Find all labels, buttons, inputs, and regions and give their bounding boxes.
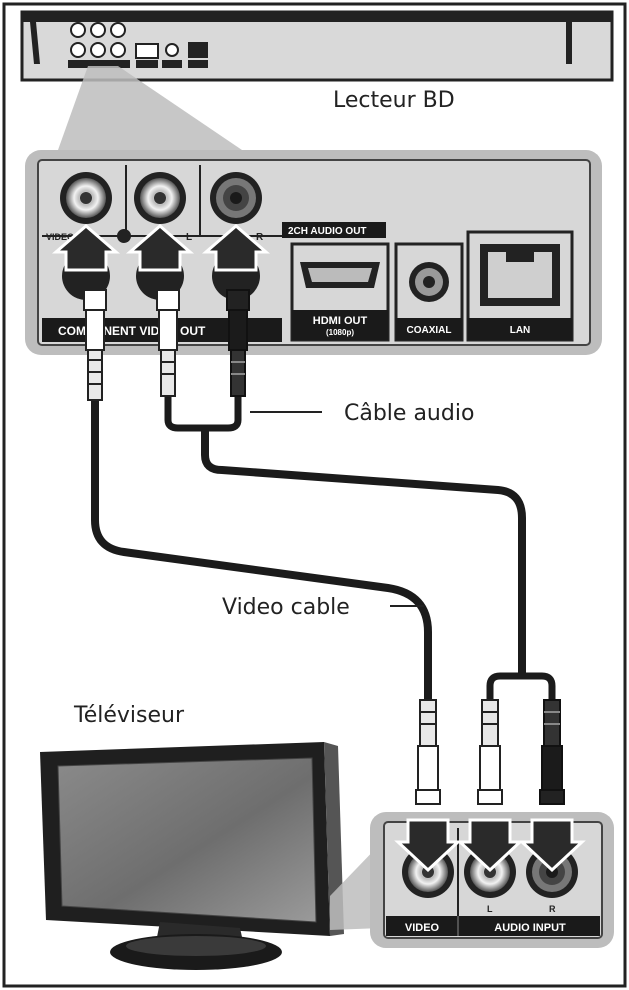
arrow-up-audio-r: [201, 224, 271, 272]
jack-audio-l: [134, 172, 186, 224]
plug-video-bottom: [415, 699, 441, 805]
lan-label: LAN: [510, 325, 531, 336]
tv-zoom-wedge: [330, 842, 382, 930]
tv-label: Téléviseur: [73, 703, 185, 728]
jack-l-label: L: [186, 232, 192, 243]
audio-cable-label: Câble audio: [344, 401, 474, 426]
arrow-down-video: [394, 818, 462, 873]
component-video-out-label: COMPONENT VIDEO OUT: [58, 324, 206, 338]
tv-video-label: VIDEO: [405, 922, 440, 934]
zoom-wedge: [58, 66, 242, 150]
arrow-down-audio-l: [456, 818, 524, 873]
plug-video-top: [83, 289, 107, 401]
audio-cable-split-bottom: [486, 672, 556, 700]
tv-jack-r-label: R: [549, 904, 556, 914]
arrow-up-audio-l: [125, 224, 195, 272]
hdmi-res-label: (1080p): [326, 328, 354, 337]
video-out-label: VIDEO OUT: [46, 232, 96, 242]
arrow-up-video: [51, 224, 121, 272]
plug-audio-r-bottom: [539, 699, 565, 805]
jack-r-label: R: [256, 232, 264, 243]
bd-player-label: Lecteur BD: [333, 88, 455, 113]
hdmi-port: HDMI OUT (1080p): [290, 242, 390, 342]
jack-video-out: [60, 172, 112, 224]
video-cable-label: Video cable: [222, 595, 350, 620]
tv-audio-input-label: AUDIO INPUT: [494, 922, 566, 934]
tv-jack-l-label: L: [487, 904, 493, 914]
coaxial-port: COAXIAL: [394, 242, 464, 342]
coaxial-label: COAXIAL: [407, 325, 452, 336]
audio-out-tag: [282, 222, 386, 238]
television: [40, 742, 344, 970]
lan-port: LAN: [466, 230, 574, 342]
jack-audio-r: [210, 172, 262, 224]
arrow-down-audio-r: [518, 818, 586, 873]
audio-cable-split-top: [164, 396, 242, 432]
player-rear-panel: VIDEO OUT L R 2CH AUDIO OUT COMPONENT VI…: [25, 150, 602, 355]
video-cable-wire: [91, 400, 432, 700]
audio-cable-wire: [201, 428, 526, 676]
plug-audio-l-bottom: [477, 699, 503, 805]
ground-screw: [117, 229, 131, 243]
plug-audio-l-top: [156, 289, 180, 397]
hdmi-out-label: HDMI OUT: [313, 315, 368, 327]
plug-audio-r-top: [226, 289, 250, 397]
player-mini-panel: [68, 22, 208, 68]
tv-input-panel: L R VIDEO AUDIO INPUT: [370, 812, 614, 948]
audio-out-label: 2CH AUDIO OUT: [288, 226, 367, 237]
